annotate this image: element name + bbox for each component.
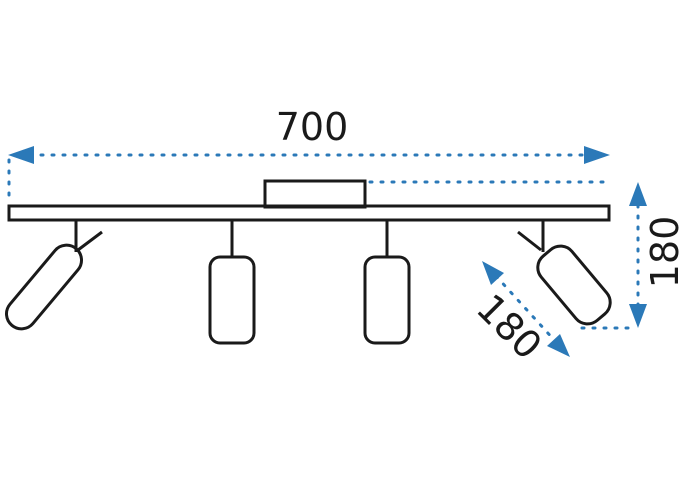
height-arrow-top (629, 182, 647, 206)
spotlight-1 (5, 221, 103, 331)
spotlight-1-bracket (77, 230, 103, 252)
spotlight-4 (517, 221, 612, 326)
spotlight-4-bracket (517, 230, 542, 252)
mounting-bar (7, 204, 611, 222)
spot-arrow-bottom (547, 334, 570, 357)
spotlight-4-head (536, 244, 612, 326)
ceiling-base-plate (263, 179, 367, 209)
spotlight-3-head (363, 255, 411, 345)
spot-arrow-top (482, 261, 504, 285)
spotlight-2-head (208, 255, 256, 345)
spotlight-2 (208, 221, 256, 345)
width-label: 700 (276, 105, 349, 149)
spot-label: 180 (468, 286, 550, 368)
height-arrow-bottom (629, 304, 647, 328)
spotlight-1-head (5, 243, 83, 331)
lamp-fixture (5, 179, 612, 345)
width-arrow-left (8, 146, 34, 164)
height-dimension: 180 (368, 180, 687, 330)
width-arrow-right (584, 146, 610, 164)
spotlight-3 (363, 221, 411, 345)
height-label: 180 (643, 216, 687, 289)
width-dimension: 700 (7, 105, 610, 200)
spot-dimension: 180 (468, 261, 570, 368)
spot-dimension-line (494, 274, 558, 344)
